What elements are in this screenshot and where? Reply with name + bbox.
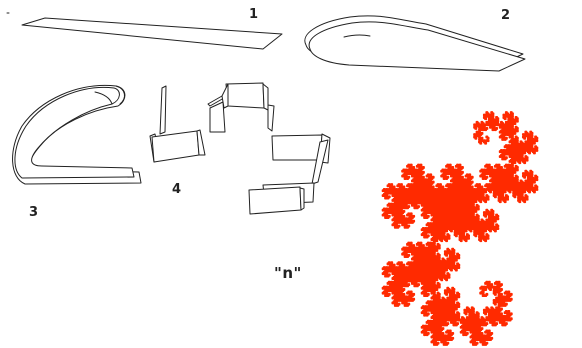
strip-stage-2 bbox=[305, 16, 525, 71]
label-step-3: 3 bbox=[29, 206, 38, 219]
dragon-curve-path bbox=[383, 112, 538, 345]
label-step-1: 1 bbox=[249, 8, 258, 21]
label-step-4: 4 bbox=[172, 183, 181, 196]
label-step-n: "n" bbox=[274, 266, 302, 281]
dragon-curve-fractal bbox=[383, 112, 538, 345]
label-step-2: 2 bbox=[501, 9, 510, 22]
strip-stage-3 bbox=[13, 85, 141, 184]
strip-stage-1 bbox=[22, 18, 282, 49]
